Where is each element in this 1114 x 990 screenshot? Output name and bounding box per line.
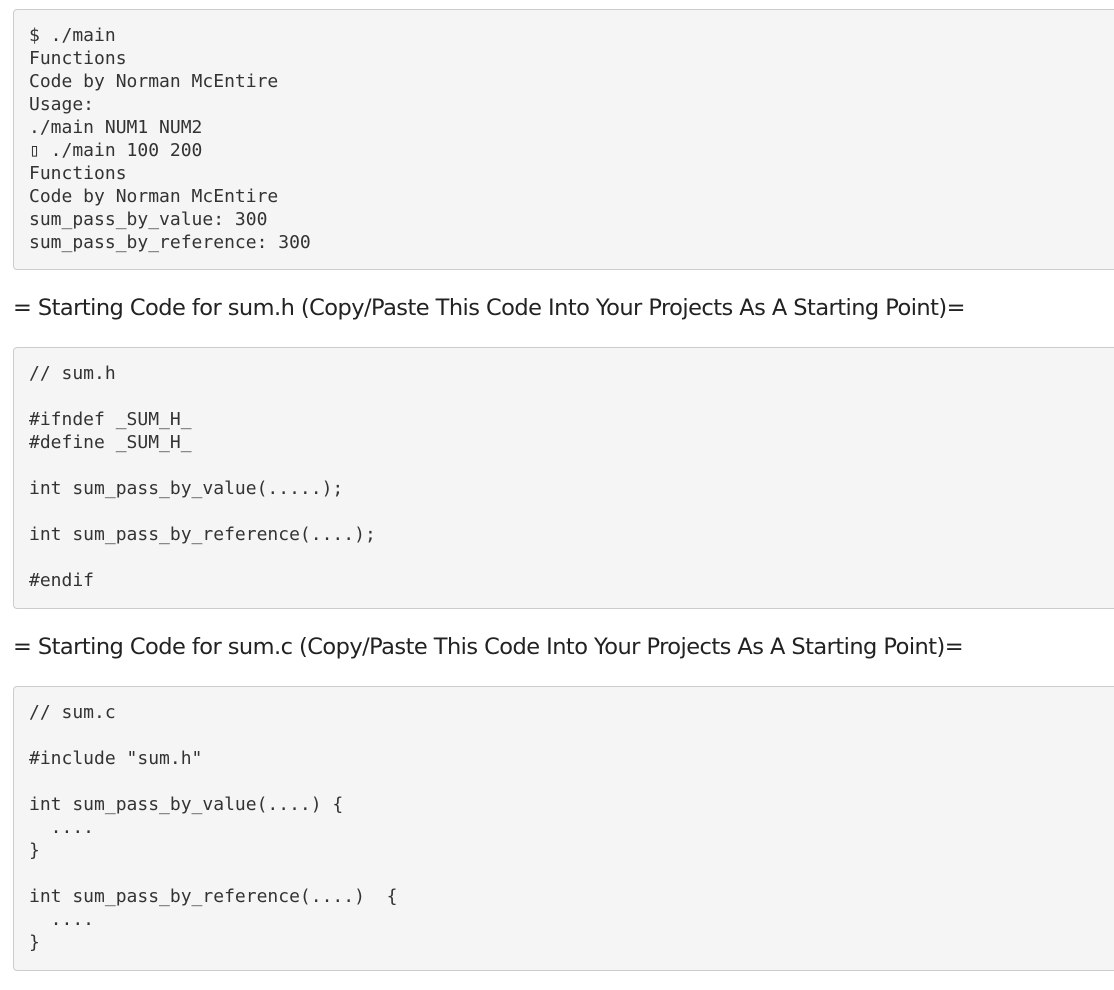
code-line: [29, 454, 1113, 477]
code-line: [29, 724, 1113, 747]
code-line: sum_pass_by_reference: 300: [29, 232, 311, 253]
code-line: int sum_pass_by_reference(....) {: [29, 886, 398, 907]
code-line: [29, 385, 1113, 408]
code-line: // sum.h: [29, 363, 116, 384]
code-line: ./main NUM1 NUM2: [29, 117, 203, 138]
code-line: Code by Norman McEntire: [29, 186, 279, 207]
code-line: int sum_pass_by_value(....) {: [29, 794, 344, 815]
code-line: [29, 862, 1113, 885]
code-line: Code by Norman McEntire: [29, 71, 279, 92]
sum-c-code-block: // sum.c #include "sum.h" int sum_pass_by_…: [13, 686, 1114, 971]
code-line: Functions: [29, 163, 127, 184]
code-line: [29, 500, 1113, 523]
code-line: sum_pass_by_value: 300: [29, 209, 268, 230]
code-line: $ ./main: [29, 25, 116, 46]
code-line: #ifndef _SUM_H_: [29, 409, 192, 430]
sum-c-heading: = Starting Code for sum.c (Copy/Paste Th…: [13, 634, 964, 660]
code-line: }: [29, 840, 40, 861]
code-line: }: [29, 932, 40, 953]
sum-h-heading: = Starting Code for sum.h (Copy/Paste Th…: [13, 295, 965, 321]
code-line: Functions: [29, 48, 127, 69]
code-line: [29, 770, 1113, 793]
code-line: // sum.c: [29, 702, 116, 723]
code-line: Usage:: [29, 94, 95, 115]
code-line: int sum_pass_by_value(.....);: [29, 478, 344, 499]
sum-c-code: // sum.c #include "sum.h" int sum_pass_by_…: [29, 701, 1113, 954]
sum-h-code: // sum.h #ifndef _SUM_H_#define _SUM_H_in…: [29, 362, 1113, 592]
code-line: #define _SUM_H_: [29, 432, 192, 453]
code-line: int sum_pass_by_reference(....);: [29, 524, 376, 545]
code-line: ....: [29, 817, 95, 838]
code-line: #endif: [29, 570, 95, 591]
code-line: [29, 546, 1113, 569]
code-line: ▯ ./main 100 200: [29, 140, 203, 161]
code-line: ....: [29, 909, 95, 930]
sum-h-code-block: // sum.h #ifndef _SUM_H_#define _SUM_H_in…: [13, 347, 1114, 609]
code-line: #include "sum.h": [29, 748, 203, 769]
